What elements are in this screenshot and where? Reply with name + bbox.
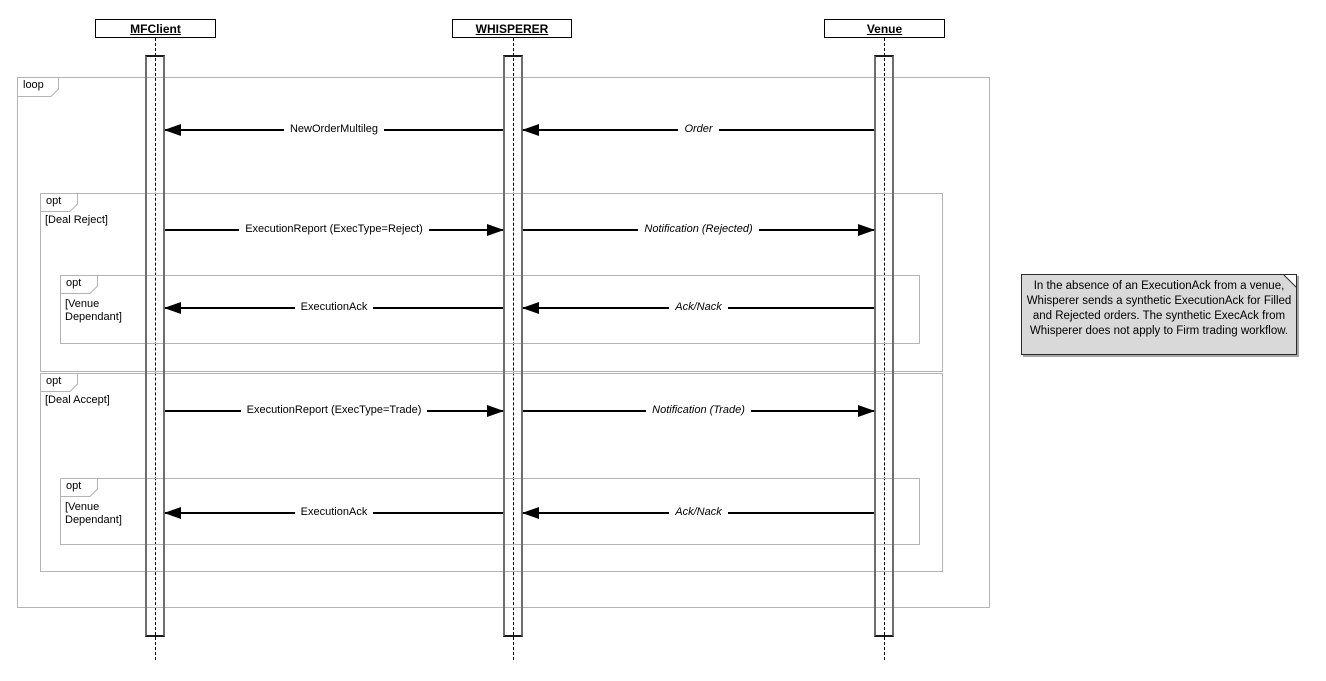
arrowhead-right-icon bbox=[487, 224, 504, 236]
note-synthetic-executionack: In the absence of an ExecutionAck from a… bbox=[1021, 274, 1297, 355]
message-newordermultileg: NewOrderMultileg bbox=[164, 123, 503, 136]
message-executionreport-trade: ExecutionReport (ExecType=Trade) bbox=[165, 404, 504, 417]
fragment-opt-tab: opt bbox=[60, 478, 98, 502]
message-label: Notification (Rejected) bbox=[523, 222, 874, 236]
message-label: ExecutionReport (ExecType=Trade) bbox=[165, 403, 503, 417]
fragment-tab-shape bbox=[40, 193, 78, 212]
fragment-guard-label: [Venue Dependant] bbox=[64, 501, 123, 527]
arrowhead-left-icon bbox=[164, 507, 181, 519]
arrowhead-left-icon bbox=[522, 124, 539, 136]
activation-bar-venue bbox=[874, 55, 894, 637]
arrowhead-left-icon bbox=[522, 507, 539, 519]
note-fold-corner-icon bbox=[1283, 274, 1297, 288]
arrowhead-left-icon bbox=[164, 302, 181, 314]
arrowhead-left-icon bbox=[522, 302, 539, 314]
fragment-operator-label: opt bbox=[46, 195, 62, 207]
fragment-guard-label: [Deal Accept] bbox=[44, 394, 111, 407]
fragment-opt-deal-accept: opt [Deal Accept] bbox=[40, 373, 943, 572]
arrowhead-left-icon bbox=[164, 124, 181, 136]
fragment-tab-shape bbox=[60, 275, 98, 294]
participant-whisperer: WHISPERER bbox=[452, 19, 572, 38]
message-executionack-1: ExecutionAck bbox=[164, 301, 503, 314]
activation-bar-whisperer bbox=[503, 55, 523, 637]
activation-bar-mfclient bbox=[145, 55, 165, 637]
message-notification-rejected: Notification (Rejected) bbox=[523, 223, 875, 236]
fragment-guard-label: [Venue Dependant] bbox=[64, 298, 123, 324]
fragment-opt-tab: opt bbox=[60, 275, 98, 299]
fragment-loop-tab: loop bbox=[17, 77, 59, 102]
message-label: Ack/Nack bbox=[523, 300, 874, 314]
fragment-operator-label: loop bbox=[23, 79, 44, 91]
message-acknack-2: Ack/Nack bbox=[522, 506, 874, 519]
message-order: Order bbox=[522, 123, 874, 136]
fragment-operator-label: opt bbox=[66, 277, 82, 289]
participant-mfclient: MFClient bbox=[95, 19, 216, 38]
fragment-opt-tab: opt bbox=[40, 193, 78, 217]
fragment-tab-shape bbox=[60, 478, 98, 497]
message-notification-trade: Notification (Trade) bbox=[523, 404, 875, 417]
message-acknack-1: Ack/Nack bbox=[522, 301, 874, 314]
fragment-tab-shape bbox=[17, 77, 59, 97]
fragment-opt-venue-dependant-2: opt [Venue Dependant] bbox=[60, 478, 920, 545]
fragment-tab-shape bbox=[40, 373, 78, 392]
message-label: Order bbox=[523, 122, 874, 136]
fragment-operator-label: opt bbox=[66, 480, 82, 492]
fragment-opt-venue-dependant-1: opt [Venue Dependant] bbox=[60, 275, 920, 344]
message-label: ExecutionAck bbox=[165, 505, 503, 519]
message-label: Notification (Trade) bbox=[523, 403, 874, 417]
note-text: In the absence of an ExecutionAck from a… bbox=[1026, 280, 1292, 337]
message-label: ExecutionReport (ExecType=Reject) bbox=[165, 222, 503, 236]
fragment-operator-label: opt bbox=[46, 375, 62, 387]
fragment-guard-label: [Deal Reject] bbox=[44, 214, 109, 227]
message-label: NewOrderMultileg bbox=[165, 122, 503, 136]
fragment-opt-tab: opt bbox=[40, 373, 78, 397]
participant-label: MFClient bbox=[130, 21, 181, 36]
message-executionack-2: ExecutionAck bbox=[164, 506, 503, 519]
message-executionreport-reject: ExecutionReport (ExecType=Reject) bbox=[165, 223, 504, 236]
lifeline-mfclient bbox=[155, 38, 156, 660]
arrowhead-right-icon bbox=[858, 405, 875, 417]
participant-label: Venue bbox=[866, 21, 903, 36]
arrowhead-right-icon bbox=[858, 224, 875, 236]
message-label: Ack/Nack bbox=[523, 505, 874, 519]
message-label: ExecutionAck bbox=[165, 300, 503, 314]
fragment-opt-deal-reject: opt [Deal Reject] bbox=[40, 193, 943, 372]
arrowhead-right-icon bbox=[487, 405, 504, 417]
participant-venue: Venue bbox=[824, 19, 945, 38]
lifeline-venue bbox=[884, 38, 885, 660]
participant-label: WHISPERER bbox=[475, 21, 549, 36]
lifeline-whisperer bbox=[513, 38, 514, 660]
